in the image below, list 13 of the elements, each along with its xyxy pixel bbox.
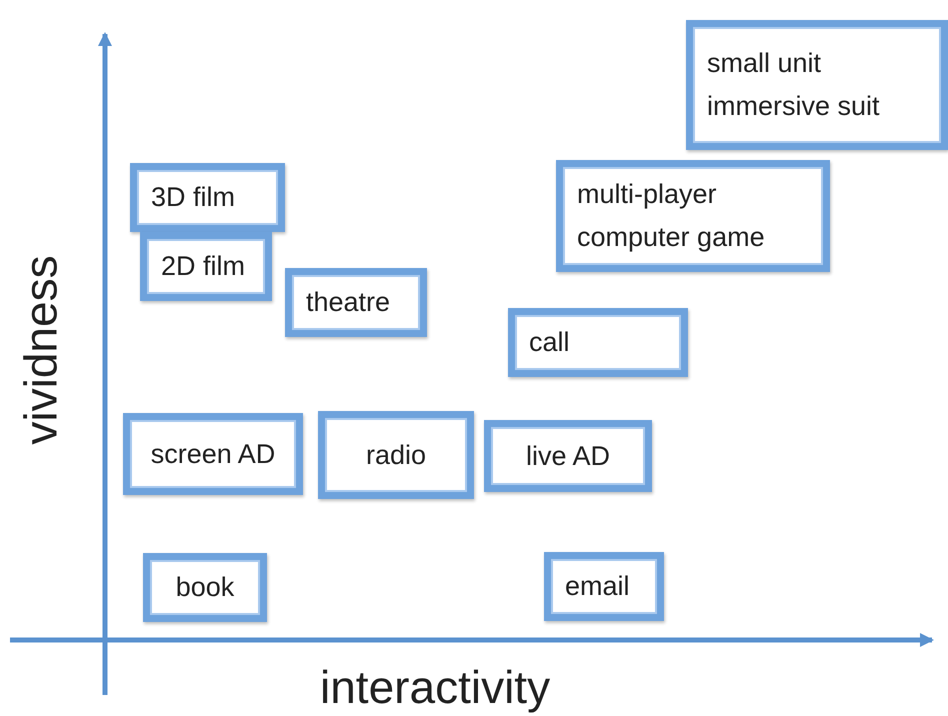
label-box: theatre bbox=[285, 268, 427, 337]
label-box: multi-player computer game bbox=[556, 160, 830, 272]
label-box: radio bbox=[318, 411, 474, 499]
label-box: call bbox=[508, 308, 688, 377]
label-box: 2D film bbox=[140, 232, 272, 301]
label-box: 3D film bbox=[130, 163, 285, 232]
label-box: screen AD bbox=[123, 413, 303, 495]
label-box: live AD bbox=[484, 420, 652, 492]
vertical-axis-label: vividness bbox=[13, 255, 68, 445]
label-box: small unit immersive suit bbox=[686, 20, 948, 150]
horizontal-axis-label: interactivity bbox=[320, 660, 550, 714]
label-box: book bbox=[143, 553, 267, 622]
label-box: email bbox=[544, 552, 664, 621]
